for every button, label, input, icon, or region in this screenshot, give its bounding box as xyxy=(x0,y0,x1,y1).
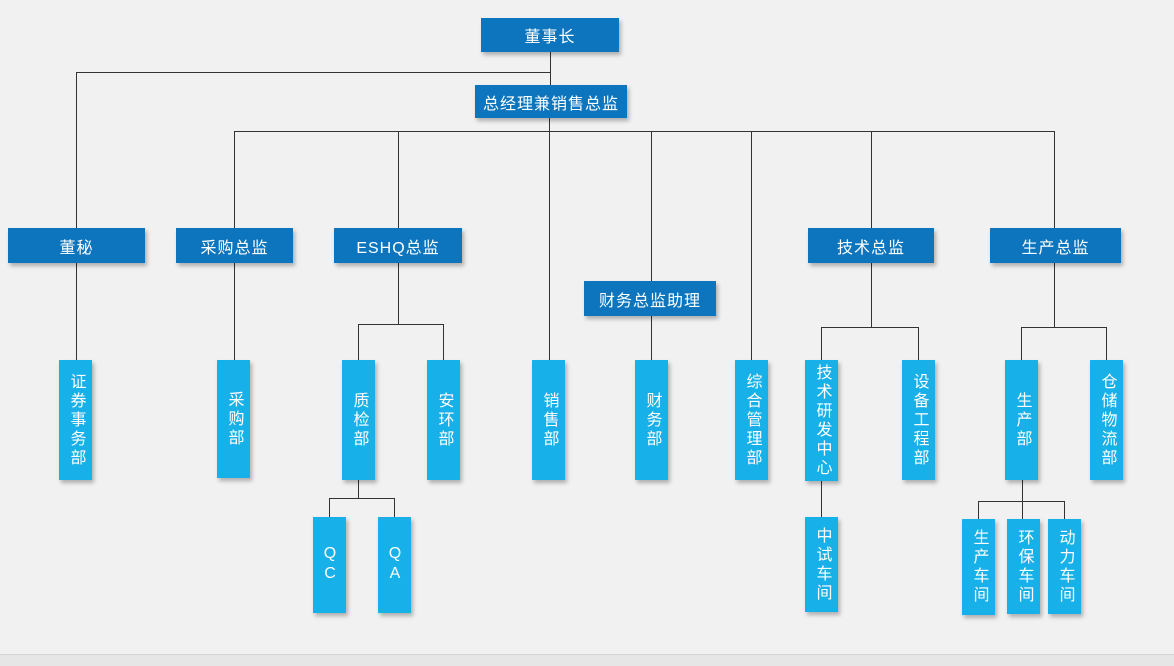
org-node-label: 生产部 xyxy=(1013,391,1031,449)
connector-drop-general-admin xyxy=(751,131,752,360)
org-node-label: QA xyxy=(386,545,404,585)
connector-drop-production-dept xyxy=(1021,327,1022,360)
org-node-label: 财务部 xyxy=(643,391,661,449)
connector-drop-warehouse xyxy=(1106,327,1107,360)
connector-quality-split-bar xyxy=(329,498,394,499)
org-node-label: 采购部 xyxy=(225,390,243,448)
org-node-label: 安环部 xyxy=(435,391,453,449)
org-node-warehouse-logistics-dept: 仓储物流部 xyxy=(1090,360,1123,480)
org-node-qa: QA xyxy=(378,517,411,613)
bottom-strip xyxy=(0,654,1174,666)
connector-techdir-split-bar xyxy=(821,327,918,328)
org-node-label: 中试车间 xyxy=(813,526,831,603)
connector-secretary-securities xyxy=(76,263,77,360)
connector-drop-eshq-director xyxy=(398,131,399,228)
connector-drop-qc xyxy=(329,498,330,517)
org-node-securities-affairs-dept: 证券事务部 xyxy=(59,360,92,480)
org-node-tech-rd-center: 技术研发中心 xyxy=(805,360,838,481)
org-node-label: 设备工程部 xyxy=(910,372,928,468)
connector-gm-trunk-sales xyxy=(549,118,550,360)
org-node-label: 环保车间 xyxy=(1015,528,1033,605)
connector-drop-quality xyxy=(358,324,359,360)
connector-eshq-split-bar xyxy=(358,324,443,325)
org-node-equipment-eng-dept: 设备工程部 xyxy=(902,360,935,480)
connector-procdir-procdept xyxy=(234,263,235,360)
org-node-label: 综合管理部 xyxy=(743,372,761,468)
org-node-label: QC xyxy=(321,545,339,585)
org-node-env-protection-workshop: 环保车间 xyxy=(1007,519,1040,614)
org-node-general-manager: 总经理兼销售总监 xyxy=(475,85,627,118)
connector-proddept-split-stem xyxy=(1022,480,1023,519)
org-node-finance-dept: 财务部 xyxy=(635,360,668,480)
connector-drop-power-workshop xyxy=(1064,501,1065,519)
org-node-sales-dept: 销售部 xyxy=(532,360,565,480)
org-node-label: 证券事务部 xyxy=(67,372,85,468)
org-node-pilot-workshop: 中试车间 xyxy=(805,517,838,612)
org-node-qc: QC xyxy=(313,517,346,613)
connector-drop-secretary xyxy=(76,72,77,228)
connector-techdir-split-stem xyxy=(871,263,872,327)
org-node-quality-inspection-dept: 质检部 xyxy=(342,360,375,480)
connector-workshop-split-bar xyxy=(978,501,1064,502)
connector-chairman-gm xyxy=(550,52,551,85)
org-node-procurement-director: 采购总监 xyxy=(176,228,293,263)
connector-proddir-split-bar xyxy=(1021,327,1106,328)
connector-drop-tech-director xyxy=(871,131,872,228)
connector-drop-production-director xyxy=(1054,131,1055,228)
org-node-label: 质检部 xyxy=(350,391,368,449)
org-node-power-workshop: 动力车间 xyxy=(1048,519,1081,614)
org-node-production-workshop: 生产车间 xyxy=(962,519,995,615)
org-node-label: 技术研发中心 xyxy=(813,363,831,478)
connector-quality-split-stem xyxy=(358,480,359,498)
connector-drop-finance-assistant xyxy=(651,131,652,281)
org-node-label: 仓储物流部 xyxy=(1098,372,1116,468)
connector-chairman-secretary-branch xyxy=(76,72,550,73)
org-node-chairman: 董事长 xyxy=(481,18,619,52)
org-node-production-dept: 生产部 xyxy=(1005,360,1038,480)
connector-proddir-split-stem xyxy=(1054,263,1055,327)
connector-rd-pilot xyxy=(821,481,822,517)
connector-drop-equipment xyxy=(918,327,919,360)
connector-drop-production-workshop xyxy=(978,501,979,519)
connector-drop-qa xyxy=(394,498,395,517)
org-node-eshq-director: ESHQ总监 xyxy=(334,228,462,263)
org-node-label: 销售部 xyxy=(540,391,558,449)
org-node-board-secretary: 董秘 xyxy=(8,228,145,263)
org-node-safety-env-dept: 安环部 xyxy=(427,360,460,480)
org-node-general-admin-dept: 综合管理部 xyxy=(735,360,768,480)
org-node-tech-director: 技术总监 xyxy=(808,228,934,263)
connector-drop-safety-env xyxy=(443,324,444,360)
connector-gm-trunk xyxy=(234,131,1054,132)
org-node-finance-director-assistant: 财务总监助理 xyxy=(584,281,716,316)
connector-fda-finance xyxy=(651,316,652,360)
connector-drop-rd-center xyxy=(821,327,822,360)
org-node-label: 生产车间 xyxy=(970,529,988,605)
org-node-label: 动力车间 xyxy=(1056,528,1074,605)
org-node-production-director: 生产总监 xyxy=(990,228,1121,263)
org-node-procurement-dept: 采购部 xyxy=(217,360,250,478)
connector-drop-procurement-director xyxy=(234,131,235,228)
connector-eshq-split-stem xyxy=(398,263,399,324)
